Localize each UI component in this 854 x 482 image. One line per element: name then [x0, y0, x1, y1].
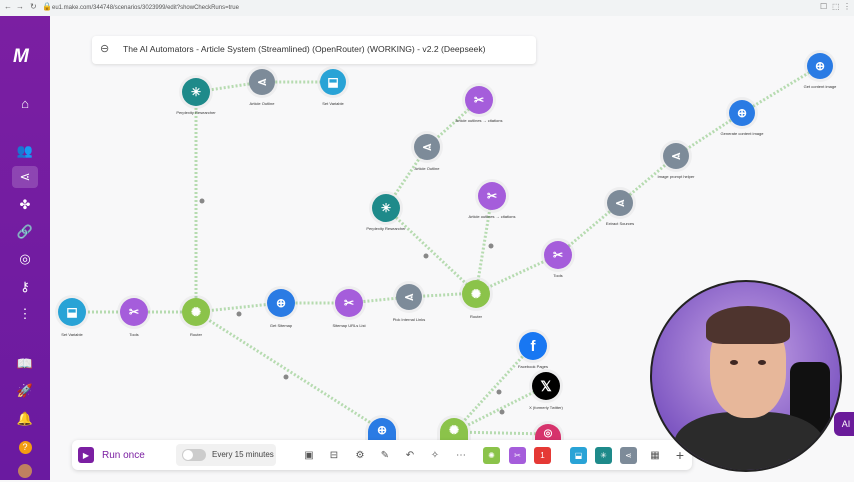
help-icon[interactable]: ? — [12, 436, 38, 458]
team-icon[interactable]: 👥 — [16, 143, 34, 158]
magic-wand-icon[interactable]: ✧ — [430, 449, 440, 461]
http-icon[interactable]: ⊕ — [807, 53, 833, 79]
module-label: Tools — [553, 273, 563, 278]
flow-control-badge[interactable]: 1 — [534, 447, 551, 464]
openrouter-icon[interactable]: ⋖ — [620, 447, 637, 464]
back-arrow-icon[interactable]: ← — [4, 2, 12, 11]
variable-icon[interactable]: ⬓ — [320, 69, 346, 95]
router-icon[interactable]: ✺ — [440, 418, 468, 442]
extension-icon[interactable]: ⬚ — [832, 2, 840, 11]
rocket-icon[interactable]: 🚀 — [16, 383, 34, 398]
schedule-toggle[interactable] — [182, 449, 206, 461]
http-icon[interactable]: ⊕ — [368, 418, 396, 442]
webhooks-icon[interactable]: ◎ — [19, 251, 31, 266]
openrouter-icon[interactable]: ⋖ — [414, 134, 440, 160]
templates-icon[interactable]: ✤ — [19, 197, 31, 212]
module-label: Image prompt helper — [657, 174, 695, 179]
notes-icon[interactable]: ✎ — [380, 449, 390, 461]
openrouter-icon[interactable]: ⋖ — [249, 69, 275, 95]
module-label: Perplexity Researcher — [176, 110, 216, 115]
scenario-toolbar: ▶ Run once Every 15 minutes ▣ ⊟ ⚙ ✎ ↶ ✧ … — [72, 440, 692, 470]
notifications-icon[interactable]: 🔔 — [16, 411, 34, 426]
save-icon[interactable]: ▣ — [304, 449, 314, 461]
tools-icon[interactable]: ✂ — [478, 182, 506, 210]
module-label: Set Variable — [322, 101, 344, 106]
menu-dots-icon[interactable]: ⋮ — [843, 2, 851, 11]
tools-icon[interactable]: ✂ — [120, 298, 148, 326]
more-icon[interactable]: ⋮ — [18, 306, 32, 321]
http-icon[interactable]: ⊕ — [729, 100, 755, 126]
avatar[interactable] — [12, 460, 38, 482]
tools-icon[interactable]: ✂ — [509, 447, 526, 464]
undo-icon[interactable]: ↶ — [405, 449, 415, 461]
scheduling-icon[interactable]: ⊟ — [329, 449, 339, 461]
module-label: Router — [469, 314, 483, 319]
module-label: Set Variable — [61, 332, 83, 337]
reload-icon[interactable]: ↻ — [30, 2, 37, 11]
module-label: X (formerly Twitter) — [529, 405, 563, 410]
x-icon[interactable]: 𝕏 — [532, 372, 560, 400]
scenarios-icon[interactable]: ⋖ — [12, 166, 38, 188]
module-label: Get content image — [803, 84, 837, 89]
forward-arrow-icon[interactable]: → — [16, 2, 24, 11]
ai-assistant-tab[interactable]: AI — [834, 412, 854, 436]
openrouter-icon[interactable]: ⋖ — [396, 284, 422, 310]
scenario-title-bar: ⊖ The AI Automators - Article System (St… — [92, 36, 536, 64]
module-label: Generate content image — [720, 131, 764, 136]
perplexity-icon[interactable]: ✳ — [182, 78, 210, 106]
module-label: Article outlines → citations — [468, 214, 516, 219]
connections-icon[interactable]: 🔗 — [16, 224, 34, 239]
back-arrow-icon[interactable]: ⊖ — [100, 43, 110, 55]
webcam-overlay — [650, 280, 842, 472]
router-icon[interactable]: ✺ — [483, 447, 500, 464]
module-label: Sitemap URLs List — [332, 323, 366, 328]
module-label: Tools — [129, 332, 139, 337]
scenario-title[interactable]: The AI Automators - Article System (Stre… — [123, 44, 486, 54]
tools-icon[interactable]: ✂ — [335, 289, 363, 317]
main-sidebar: M ⌂ 👥 ⋖ ✤ 🔗 ◎ ⚷ ⋮ 📖 🚀 🔔 ? — [0, 16, 50, 480]
variable-icon[interactable]: ⬓ — [58, 298, 86, 326]
more-dots-icon[interactable]: ⋯ — [456, 449, 466, 461]
perplexity-icon[interactable]: ✳ — [595, 447, 612, 464]
module-label: Get Sitemap — [269, 323, 293, 328]
module-label: Pick Internal Links — [392, 317, 426, 322]
schedule-setting[interactable]: Every 15 minutes — [176, 444, 276, 466]
docs-icon[interactable]: 📖 — [16, 356, 34, 371]
module-label: Article Outline — [249, 101, 275, 106]
tools-icon[interactable]: ✂ — [465, 86, 493, 114]
settings-gear-icon[interactable]: ⚙ — [355, 449, 365, 461]
router-icon[interactable]: ✺ — [182, 298, 210, 326]
router-icon[interactable]: ✺ — [462, 280, 490, 308]
module-label: Router — [189, 332, 203, 337]
run-once-button[interactable]: ▶ Run once — [78, 446, 150, 464]
variable-icon[interactable]: ⬓ — [570, 447, 587, 464]
address-bar[interactable]: eu1.make.com/344748/scenarios/3023999/ed… — [52, 5, 239, 11]
openrouter-icon[interactable]: ⋖ — [607, 190, 633, 216]
make-logo-icon[interactable]: M — [13, 46, 29, 67]
http-icon[interactable]: ⊕ — [267, 289, 295, 317]
bookmark-icon[interactable]: ☐ — [820, 2, 828, 11]
openrouter-icon[interactable]: ⋖ — [663, 143, 689, 169]
module-label: Article outlines → citations — [455, 118, 503, 123]
keys-icon[interactable]: ⚷ — [20, 279, 30, 294]
grid-icon[interactable]: ▦ — [650, 449, 660, 461]
lock-icon: 🔒 — [42, 2, 52, 11]
module-label: Perplexity Researcher — [366, 226, 406, 231]
module-label: Facebook Pages — [517, 364, 549, 369]
perplexity-icon[interactable]: ✳ — [372, 194, 400, 222]
module-label: Extract Sources — [605, 221, 635, 226]
run-once-label: Run once — [102, 449, 145, 461]
instagram-icon[interactable]: ◎ — [535, 424, 561, 442]
tools-icon[interactable]: ✂ — [544, 241, 572, 269]
facebook-icon[interactable]: f — [519, 332, 547, 360]
home-icon[interactable]: ⌂ — [21, 95, 29, 111]
schedule-label: Every 15 minutes — [212, 450, 274, 459]
play-icon: ▶ — [78, 447, 94, 463]
module-label: Article Outline — [414, 166, 440, 171]
